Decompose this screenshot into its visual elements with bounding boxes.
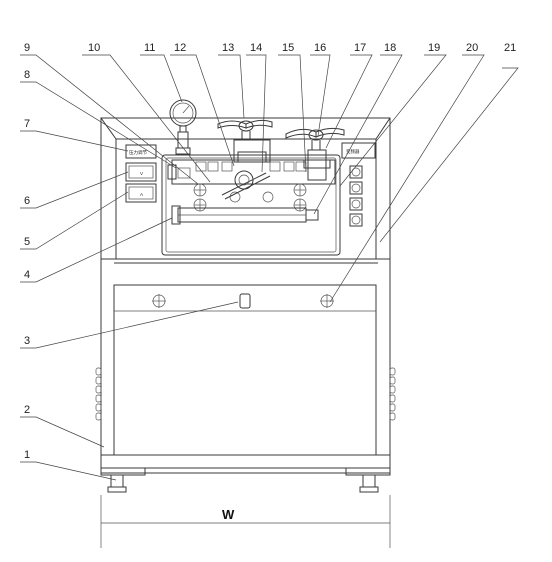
switch-buttons <box>349 165 363 227</box>
label-5: 5 <box>24 236 30 248</box>
part-number-labels: 1 2 3 4 5 6 7 8 9 10 11 12 13 14 15 16 1… <box>24 42 516 461</box>
pressure-gauge <box>169 99 197 155</box>
label-7: 7 <box>24 118 30 130</box>
left-control-panel: 压力调节 V A <box>125 144 157 203</box>
label-21: 21 <box>504 42 516 54</box>
panel-text-left: 压力调节 <box>129 149 147 156</box>
panel-text-right: 变频器 <box>346 148 360 155</box>
label-1: 1 <box>24 449 30 461</box>
side-vents <box>95 367 396 421</box>
label-14: 14 <box>250 42 262 54</box>
leader-lines <box>20 54 519 481</box>
gauge-a-label: A <box>140 192 143 197</box>
label-2: 2 <box>24 404 30 416</box>
label-9: 9 <box>24 42 30 54</box>
dimension-w: W <box>100 495 391 548</box>
label-11: 11 <box>144 42 155 54</box>
gauge-v-label: V <box>140 171 143 176</box>
label-10: 10 <box>88 42 100 54</box>
label-20: 20 <box>466 42 478 54</box>
label-13: 13 <box>222 42 234 54</box>
right-control-panel: 变频器 <box>341 142 376 227</box>
label-19: 19 <box>428 42 440 54</box>
label-18: 18 <box>384 42 396 54</box>
pump-head-window <box>161 154 341 256</box>
cabinet <box>100 117 391 474</box>
label-3: 3 <box>24 335 30 347</box>
valve-block <box>167 139 336 225</box>
label-8: 8 <box>24 69 30 81</box>
label-15: 15 <box>282 42 294 54</box>
label-17: 17 <box>354 42 366 54</box>
label-12: 12 <box>174 42 186 54</box>
dimension-label: W <box>222 507 235 522</box>
lower-panel-fittings <box>152 293 334 309</box>
handwheel-right <box>285 127 345 150</box>
label-16: 16 <box>314 42 326 54</box>
label-4: 4 <box>24 269 30 281</box>
label-6: 6 <box>24 195 30 207</box>
handwheel-left <box>217 119 273 140</box>
feet <box>100 467 391 493</box>
